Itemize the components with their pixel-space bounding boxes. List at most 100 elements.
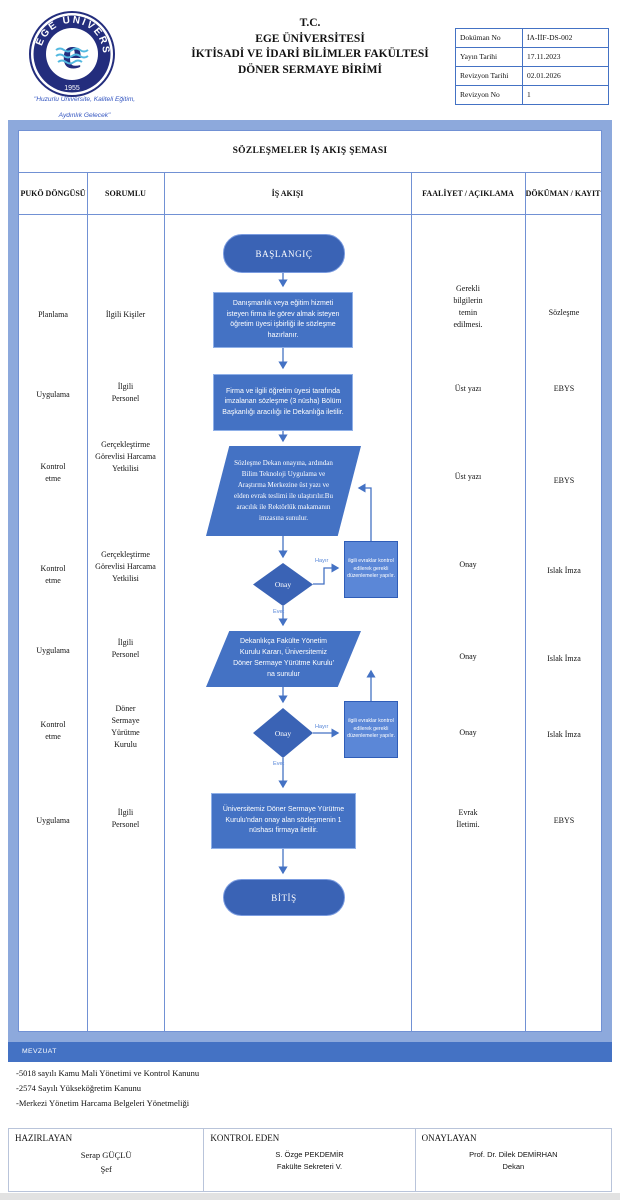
faaliyet-cell: Onay	[459, 728, 477, 737]
logo-letter: e	[62, 29, 82, 78]
header-unit: DÖNER SERMAYE BİRİMİ	[238, 63, 382, 76]
mevzuat-item: -5018 sayılı Kamu Mali Yönetimi ve Kontr…	[16, 1068, 200, 1078]
mevzuat-list: -5018 sayılı Kamu Mali Yönetimi ve Kontr…	[8, 1066, 612, 1111]
fix-note-1: ilgili evraklar kontrol edilerek gerekli…	[344, 541, 398, 598]
signature-title: Dekan	[502, 1162, 525, 1171]
puko-cell: Uygulama	[36, 390, 70, 399]
column-divider	[411, 173, 412, 1031]
dokuman-cell: EBYS	[553, 384, 575, 393]
column-divider	[164, 173, 165, 1031]
dokuman-cell: Sözleşme	[548, 308, 580, 317]
puko-cell: Uygulama	[36, 646, 70, 655]
signature-name-title: Serap GÜÇLÜ Şef	[15, 1149, 197, 1176]
signature-role: KONTROL EDEN	[210, 1133, 280, 1143]
yes-label-2: Evet	[273, 761, 285, 767]
start-node: BAŞLANGIÇ	[223, 234, 345, 273]
col-header-faaliyet: FAALİYET / AÇIKLAMA	[422, 189, 514, 199]
no-label-2: Hayır	[315, 724, 329, 730]
process-step-3: Sözleşme Dekan onayına, ardından Bilim T…	[206, 446, 361, 536]
sorumlu-cell: Döner Sermaye Yürütme Kurulu	[111, 704, 140, 749]
doc-label: Revizyon No	[456, 86, 523, 104]
signature-prepared-by: HAZIRLAYAN Serap GÜÇLÜ Şef	[9, 1129, 205, 1191]
mevzuat-item: -2574 Sayılı Yükseköğretim Kanunu	[16, 1083, 142, 1093]
dokuman-cell: Islak İmza	[547, 654, 581, 663]
doc-label: Yayın Tarihi	[456, 48, 523, 66]
signature-title: Fakülte Sekreteri V.	[276, 1162, 343, 1171]
signature-name-title: S. Özge PEKDEMİR Fakülte Sekreteri V.	[210, 1149, 408, 1173]
header-faculty: İKTİSADİ VE İDARİ BİLİMLER FAKÜLTESİ	[191, 48, 429, 61]
doc-value: İA-İİF-DS-002	[527, 33, 573, 42]
process-step-2: Firma ve ilgili öğretim üyesi tarafında …	[213, 374, 353, 431]
header-university: EGE ÜNİVERSİTESİ	[255, 32, 365, 45]
dokuman-cell: Islak İmza	[547, 730, 581, 739]
slogan-line-2: Aydınlık Gelecek"	[58, 111, 111, 119]
sorumlu-cell: İlgili Kişiler	[105, 310, 146, 319]
doc-row: Revizyon Tarihi 02.01.2026	[456, 67, 608, 86]
faaliyet-cell: Onay	[459, 652, 477, 661]
header-divider	[19, 214, 601, 215]
doc-label: Revizyon Tarihi	[456, 67, 523, 85]
flow-connectors	[278, 271, 376, 875]
page-edge	[0, 1193, 620, 1200]
faaliyet-cell: Gerekli bilgilerin temin edilmesi.	[453, 284, 483, 329]
doc-value: 17.11.2023	[527, 52, 561, 61]
sorumlu-cell: Gerçekleştirme Görevlisi Harcama Yetkili…	[95, 550, 156, 583]
doc-row: Revizyon No 1	[456, 86, 608, 105]
signature-checked-by: KONTROL EDEN S. Özge PEKDEMİR Fakülte Se…	[204, 1129, 416, 1191]
dokuman-cell: EBYS	[553, 476, 575, 485]
dokuman-cell: EBYS	[553, 816, 575, 825]
puko-cell: Kontrol etme	[40, 564, 66, 585]
faaliyet-cell: Üst yazı	[454, 384, 482, 393]
doc-value: 1	[527, 90, 531, 99]
process-step-1: Danışmanlık veya eğitim hizmeti isteyen …	[213, 292, 353, 348]
puko-cell: Uygulama	[36, 816, 70, 825]
end-node: BİTİŞ	[223, 879, 345, 916]
dokuman-cell: Islak İmza	[547, 566, 581, 575]
mevzuat-header: MEVZUAT	[8, 1042, 612, 1062]
signature-name: Prof. Dr. Dilek DEMİRHAN	[469, 1150, 558, 1159]
col-header-is-akisi: İŞ AKIŞI	[271, 189, 304, 199]
faaliyet-cell: Üst yazı	[454, 472, 482, 481]
sorumlu-cell: İlgili Personel	[111, 638, 140, 659]
signature-name: S. Özge PEKDEMİR	[275, 1150, 344, 1159]
flowchart-table: SÖZLEŞMELER İŞ AKIŞ ŞEMASI PUKÖ DÖNGÜSÜ …	[18, 130, 602, 1032]
faaliyet-cell: Onay	[459, 560, 477, 569]
flowchart-title: SÖZLEŞMELER İŞ AKIŞ ŞEMASI	[19, 131, 601, 173]
flowchart-frame: SÖZLEŞMELER İŞ AKIŞ ŞEMASI PUKÖ DÖNGÜSÜ …	[8, 120, 612, 1042]
doc-row: Doküman No İA-İİF-DS-002	[456, 29, 608, 48]
header-tc: T.C.	[299, 17, 321, 29]
university-logo: EGE ÜNİVERSİTESİ 1955 e	[28, 10, 115, 97]
col-header-dokuman: DÖKÜMAN / KAYIT	[525, 189, 601, 199]
puko-cell: Kontrol etme	[40, 462, 66, 483]
signature-role: HAZIRLAYAN	[15, 1133, 73, 1143]
column-divider	[525, 173, 526, 1031]
sorumlu-cell: İlgili Personel	[111, 808, 140, 829]
faaliyet-cell: Evrak İletimi.	[456, 808, 480, 829]
signature-role: ONAYLAYAN	[421, 1133, 477, 1143]
puko-cell: Kontrol etme	[40, 720, 66, 741]
slogan-line-1: "Huzurlu Üniversite, Kaliteli Eğitim,	[33, 96, 136, 103]
no-label-1: Hayır	[315, 558, 329, 564]
signature-approved-by: ONAYLAYAN Prof. Dr. Dilek DEMİRHAN Dekan	[416, 1129, 611, 1191]
university-slogan: "Huzurlu Üniversite, Kaliteli Eğitim, Ay…	[2, 92, 167, 124]
signature-title: Şef	[100, 1163, 112, 1174]
column-divider	[87, 173, 88, 1031]
col-header-puko: PUKÖ DÖNGÜSÜ	[20, 189, 86, 199]
logo-year: 1955	[64, 85, 80, 92]
signature-name: Serap GÜÇLÜ	[80, 1150, 132, 1160]
process-step-5: Üniversitemiz Döner Sermaye Yürütme Kuru…	[211, 793, 356, 849]
sorumlu-cell: İlgili Personel	[111, 382, 140, 403]
sorumlu-cell: Gerçekleştirme Görevlisi Harcama Yetkili…	[95, 440, 156, 473]
process-step-4: Dekanlıkça Fakülte Yönetim Kurulu Kararı…	[206, 631, 361, 687]
fix-note-2: ilgili evraklar kontrol edilerek gerekli…	[344, 701, 398, 758]
doc-value: 02.01.2026	[527, 71, 561, 80]
header-title-block: T.C. EGE ÜNİVERSİTESİ İKTİSADİ VE İDARİ …	[150, 16, 470, 78]
col-header-sorumlu: SORUMLU	[105, 189, 146, 199]
document-info-table: Doküman No İA-İİF-DS-002 Yayın Tarihi 17…	[455, 28, 609, 105]
doc-row: Yayın Tarihi 17.11.2023	[456, 48, 608, 67]
signature-name-title: Prof. Dr. Dilek DEMİRHAN Dekan	[422, 1149, 605, 1173]
mevzuat-item: -Merkezi Yönetim Harcama Belgeleri Yönet…	[16, 1098, 190, 1108]
doc-label: Doküman No	[456, 29, 523, 47]
signature-table: HAZIRLAYAN Serap GÜÇLÜ Şef KONTROL EDEN …	[8, 1128, 612, 1192]
